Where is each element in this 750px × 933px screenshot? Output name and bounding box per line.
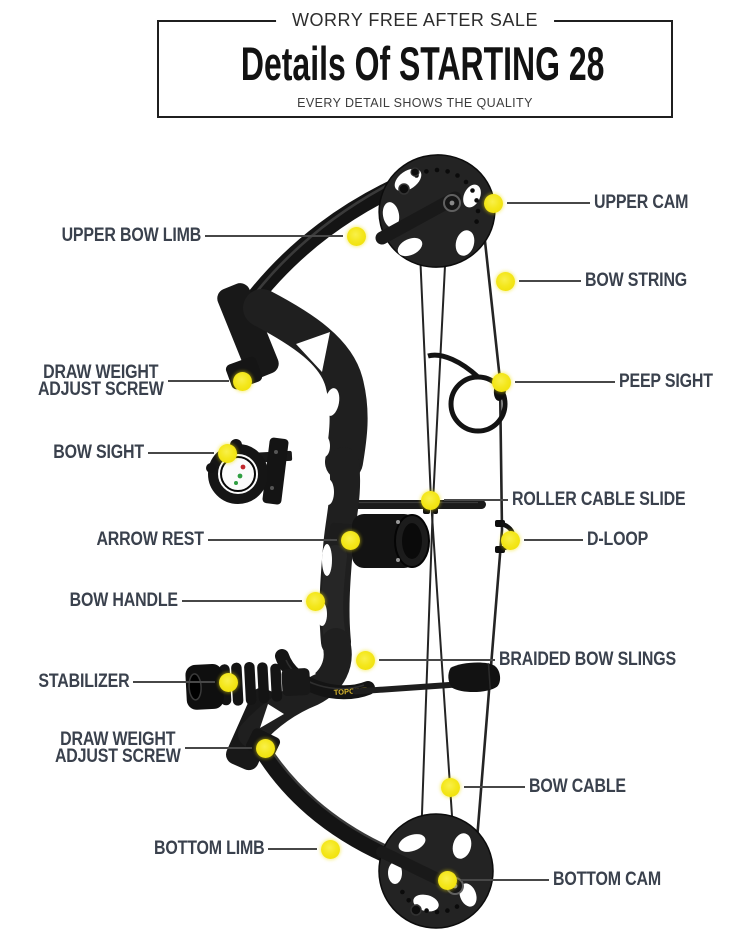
callout-bow-handle: BOW HANDLE: [49, 588, 325, 614]
callout-label: PEEP SIGHT: [619, 371, 713, 393]
strings-and-cables: [419, 231, 504, 853]
callout-dot: [496, 271, 515, 291]
callout-line: [185, 747, 252, 749]
callout-stabilizer: STABILIZER: [21, 669, 238, 695]
callout-dot: [492, 372, 511, 392]
callout-line: [133, 681, 215, 683]
callout-dot: [233, 371, 252, 391]
sling-rod: [352, 662, 501, 695]
callout-line: [268, 848, 317, 850]
callout-peep-sight: PEEP SIGHT: [492, 369, 731, 395]
callout-line: [182, 600, 302, 602]
callout-line: [444, 499, 508, 501]
callout-label: DRAW WEIGHT ADJUST SCREW: [38, 361, 164, 400]
callout-line: [464, 786, 525, 788]
brand-text: TOPOINT: [334, 686, 368, 697]
callout-line: [524, 539, 583, 541]
callout-bottom-cam: BOTTOM CAM: [438, 867, 682, 893]
callout-label: BOTTOM CAM: [553, 869, 661, 891]
callout-label: BOW HANDLE: [69, 590, 178, 612]
callout-dot: [438, 870, 457, 890]
callout-label: ARROW REST: [96, 529, 205, 551]
callout-label: BOW CABLE: [529, 776, 626, 798]
callout-roller-cable-slide: ROLLER CABLE SLIDE: [421, 487, 718, 513]
callout-dot: [306, 591, 325, 611]
callout-dot: [441, 777, 460, 797]
callout-line: [519, 280, 581, 282]
callout-label: STABILIZER: [37, 671, 129, 693]
callout-dot: [341, 530, 360, 550]
callout-line: [148, 452, 214, 454]
callout-braided-bow-slings: BRAIDED BOW SLINGS: [356, 647, 710, 673]
cam-module-holes: [414, 167, 481, 224]
callout-dot: [321, 839, 340, 859]
callout-dot: [356, 650, 375, 670]
callout-label: BRAIDED BOW SLINGS: [499, 649, 676, 671]
callout-dot: [219, 672, 238, 692]
callout-label: UPPER BOW LIMB: [61, 225, 201, 247]
bottom-cam-wheel: [376, 813, 494, 929]
riser-cutouts: [260, 332, 340, 728]
header-box: WORRY FREE AFTER SALE Details Of STARTIN…: [157, 10, 673, 118]
callout-upper-cam: UPPER CAM: [484, 190, 706, 216]
callout-upper-bow-limb: UPPER BOW LIMB: [35, 223, 366, 249]
callout-line: [515, 381, 615, 383]
arrow-rest-assembly: [329, 514, 430, 568]
callout-line: [379, 659, 495, 661]
callout-label: D-LOOP: [587, 529, 649, 551]
callout-d-loop: D-LOOP: [501, 527, 660, 553]
callout-line: [168, 380, 229, 382]
upper-cam-wheel: [375, 154, 496, 268]
callout-label: BOW STRING: [585, 270, 688, 292]
callout-label: ROLLER CABLE SLIDE: [512, 489, 686, 511]
callout-label: BOW SIGHT: [53, 442, 144, 464]
callout-dot: [256, 738, 275, 758]
header-subtitle: EVERY DETAIL SHOWS THE QUALITY: [297, 96, 533, 110]
callout-line: [507, 202, 590, 204]
sight-pin-green: [237, 473, 243, 479]
callout-dot: [501, 530, 520, 550]
callout-line: [461, 879, 549, 881]
callout-dot: [218, 443, 237, 463]
callout-label: DRAW WEIGHT ADJUST SCREW: [55, 728, 181, 767]
callout-draw-weight-adjust-screw-bottom: DRAW WEIGHT ADJUST SCREW: [31, 728, 275, 767]
callout-draw-weight-adjust-screw-top: DRAW WEIGHT ADJUST SCREW: [14, 361, 252, 400]
callout-dot: [421, 490, 440, 510]
bow-string-line: [474, 231, 504, 853]
sight-pin-green: [234, 481, 238, 485]
header-eyebrow: WORRY FREE AFTER SALE: [276, 10, 554, 31]
callout-line: [208, 539, 337, 541]
callout-dot: [484, 193, 503, 213]
callout-bow-cable: BOW CABLE: [441, 774, 644, 800]
callout-arrow-rest: ARROW REST: [76, 527, 360, 553]
page-title: Details Of STARTING 28: [240, 37, 605, 90]
callout-label: BOTTOM LIMB: [153, 838, 265, 860]
callout-dot: [347, 226, 366, 246]
callout-bow-sight: BOW SIGHT: [36, 440, 237, 466]
callout-bow-string: BOW STRING: [496, 268, 707, 294]
callout-bottom-limb: BOTTOM LIMB: [133, 836, 340, 862]
sight-pin-red: [240, 464, 246, 470]
callout-label: UPPER CAM: [594, 192, 689, 214]
callout-line: [205, 235, 343, 237]
